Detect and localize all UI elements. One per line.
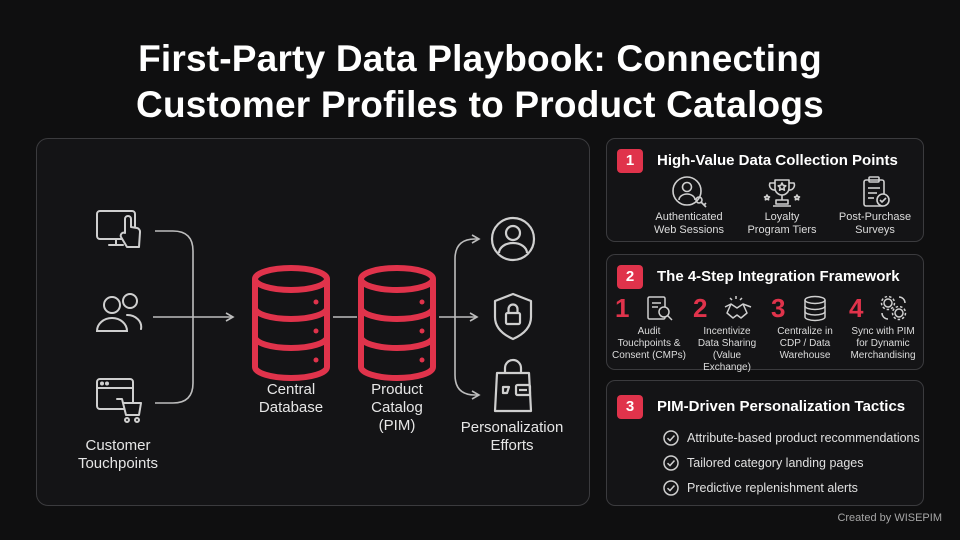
audit-document-icon [647, 296, 673, 321]
product-catalog-label: Product Catalog (PIM) [371, 381, 423, 434]
tactics-list: Attribute-based product recommendations … [663, 425, 920, 500]
database-icon [804, 295, 826, 322]
integration-framework-card: 2 The 4-Step Integration Framework 1 Aud… [606, 254, 924, 373]
step-3-number: 3 [771, 293, 786, 323]
list-item: Attribute-based product recommendations [663, 425, 920, 450]
data-collection-points-card: 1 High-Value Data Collection Points Auth… [606, 138, 924, 242]
title-line-2: Customer Profiles to Product Catalogs [136, 84, 824, 125]
sync-gears-icon [880, 295, 907, 321]
trophy-icon [763, 179, 801, 207]
clipboard-check-icon [863, 176, 890, 207]
product-catalog-lights [419, 299, 425, 363]
card-3-badge: 3 [617, 395, 643, 419]
step-4-number: 4 [849, 293, 864, 323]
collection-point-surveys: Post-Purchase Surveys [825, 175, 925, 237]
list-item: Tailored category landing pages [663, 450, 920, 475]
list-item: Predictive replenishment alerts [663, 475, 920, 500]
users-icon [95, 293, 143, 332]
card-3-title: PIM-Driven Personalization Tactics [657, 398, 906, 415]
framework-step-2: 2 Incentivize Data Sharing (Value Exchan… [693, 293, 757, 373]
card-1-badge: 1 [617, 149, 643, 173]
card-2-title: The 4-Step Integration Framework [657, 268, 900, 285]
user-profile-icon [490, 216, 536, 262]
page-title: First-Party Data Playbook: Connecting Cu… [0, 36, 960, 128]
web-shopping-cart-icon [96, 378, 142, 423]
check-circle-icon [663, 429, 679, 446]
framework-step-4: 4 Sync with PIM for Dynamic Merchandisin… [849, 293, 916, 361]
central-database-lights [313, 299, 319, 363]
shopping-bag-icon [493, 358, 533, 413]
personalization-tactics-card: 3 PIM-Driven Personalization Tactics Att… [606, 380, 924, 506]
step-2-number: 2 [693, 293, 708, 323]
personalization-efforts-label: Personalization Efforts [460, 419, 564, 454]
merge-arrows [153, 230, 235, 404]
title-line-1: First-Party Data Playbook: Connecting [138, 38, 822, 79]
card-2-badge: 2 [617, 265, 643, 289]
framework-step-1: 1 Audit Touchpoints & Consent (CMPs) [612, 293, 686, 361]
check-circle-icon [663, 479, 679, 496]
collection-point-authenticated: Authenticated Web Sessions [639, 175, 739, 237]
created-by-credit: Created by WISEPIM [837, 512, 942, 524]
card-1-title: High-Value Data Collection Points [657, 152, 898, 169]
central-database-label: Central Database [258, 381, 324, 416]
framework-step-3: 3 Centralize in CDP / Data Warehouse [771, 293, 833, 361]
central-database-icon [252, 265, 330, 381]
lock-shield-icon [493, 292, 533, 341]
customer-touchpoints-label: Customer Touchpoints [77, 437, 159, 472]
hand-click-screen-icon [96, 210, 141, 248]
collection-point-loyalty: Loyalty Program Tiers [732, 175, 832, 237]
step-1-number: 1 [615, 293, 630, 323]
data-flow-diagram: Customer Touchpoints Central Database Pr… [36, 138, 590, 506]
split-arrows [439, 234, 481, 400]
product-catalog-database-icon [358, 265, 436, 381]
user-key-icon [672, 176, 707, 208]
handshake-icon [724, 296, 752, 319]
data-flow-canvas [95, 210, 536, 423]
check-circle-icon [663, 454, 679, 471]
